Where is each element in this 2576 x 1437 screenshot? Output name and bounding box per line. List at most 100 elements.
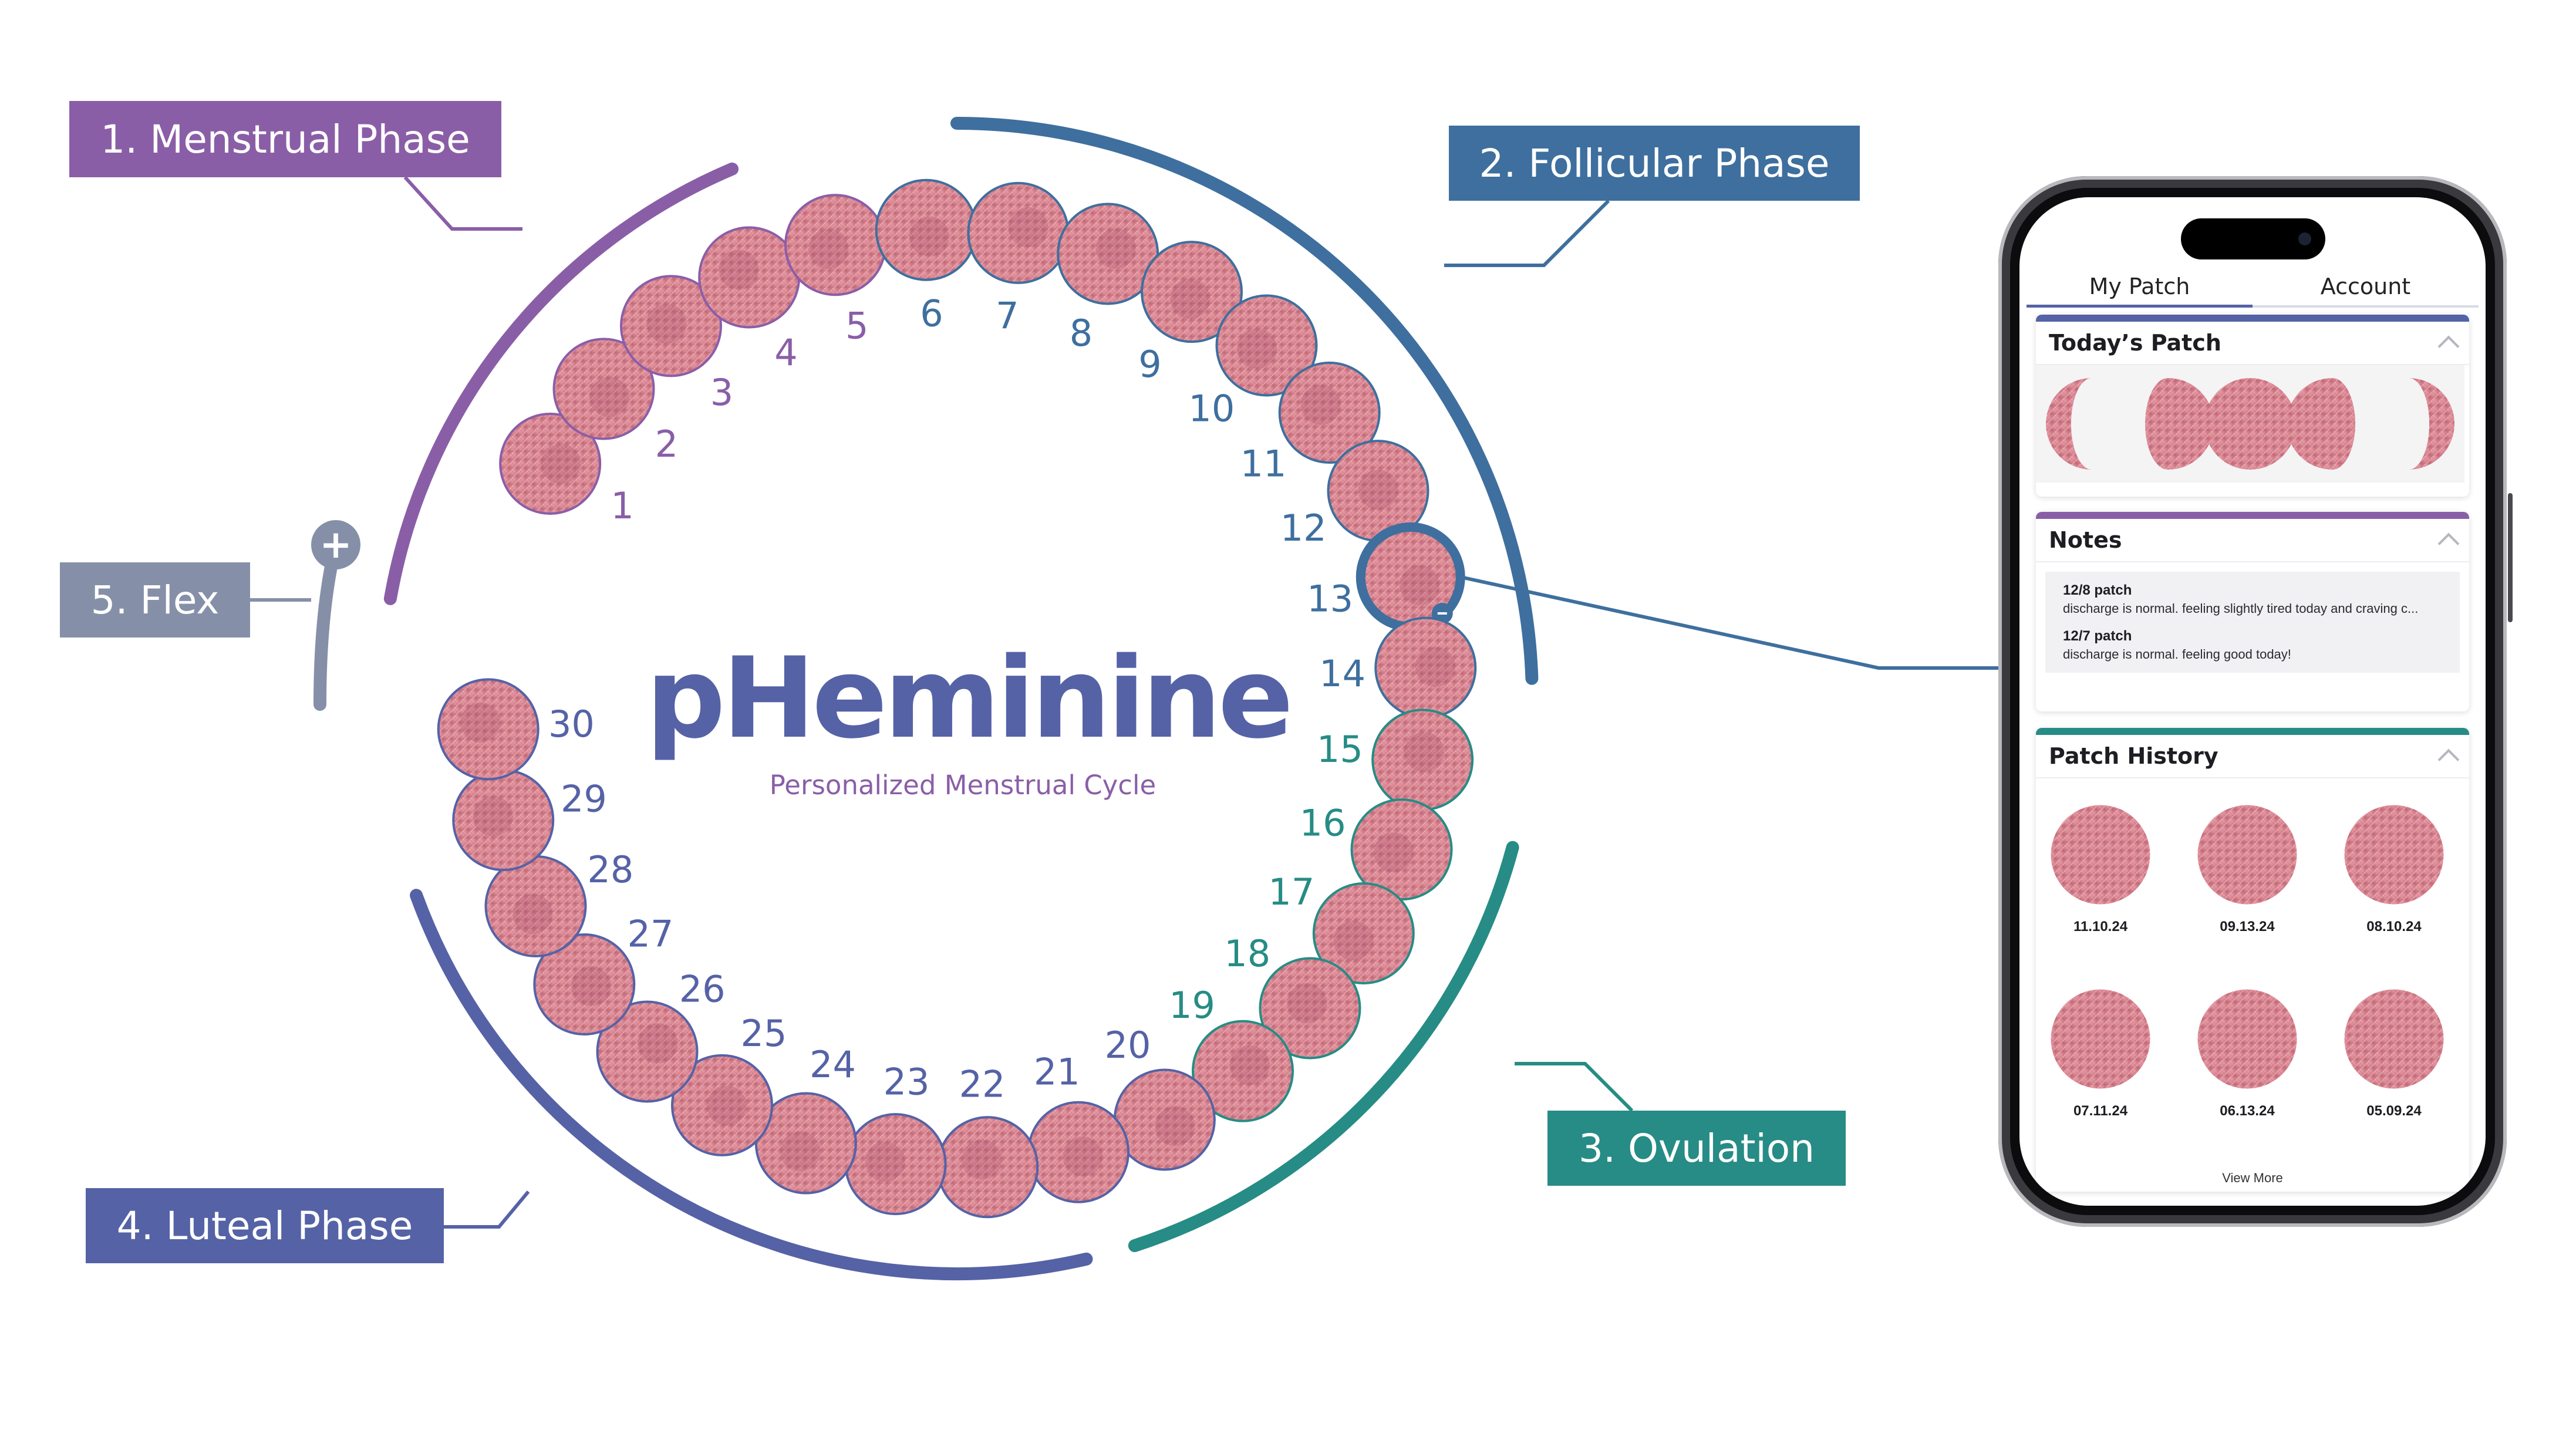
dynamic-island xyxy=(2181,218,2325,259)
patch-blotch xyxy=(1300,384,1341,425)
notes-list: 12/8 patch discharge is normal. feeling … xyxy=(2045,572,2460,673)
patch-day-27[interactable] xyxy=(533,933,636,1036)
note-title: 12/8 patch xyxy=(2063,582,2132,598)
patch-history-card: Patch History 11.10.24 09.13.24 08.10.24 xyxy=(2036,728,2469,1192)
history-item[interactable]: 06.13.24 xyxy=(2194,986,2300,1119)
patch-day-1[interactable] xyxy=(499,413,602,515)
patch-blotch xyxy=(571,966,611,1007)
patch-blotch xyxy=(780,1131,821,1172)
patch-day-9[interactable] xyxy=(1141,241,1243,343)
brand-tagline: Personalized Menstrual Cycle xyxy=(769,770,1156,801)
phase-label-follicular: 2. Follicular Phase xyxy=(1449,126,1860,201)
day-label: 7 xyxy=(996,295,1019,338)
arc-luteal xyxy=(410,889,1093,1280)
history-item[interactable]: 11.10.24 xyxy=(2048,802,2153,935)
patch-day-19[interactable] xyxy=(1192,1020,1294,1122)
leader-line-ovulation xyxy=(1515,1062,1634,1112)
day-label: 15 xyxy=(1317,728,1363,771)
history-item[interactable]: 07.11.24 xyxy=(2048,986,2153,1119)
patch-blotch xyxy=(1333,920,1374,961)
patch-blotch xyxy=(706,1085,747,1126)
patch-day-18[interactable] xyxy=(1259,957,1361,1060)
patch-phase-gib-l xyxy=(2145,378,2214,470)
phase-label-flex: 5. Flex xyxy=(60,562,250,637)
chevron-up-icon[interactable] xyxy=(2437,748,2460,771)
card-accent-bar xyxy=(2036,728,2469,735)
chevron-up-icon[interactable] xyxy=(2437,532,2460,555)
day-label: 5 xyxy=(845,304,868,347)
arc-follicular xyxy=(950,117,1539,685)
notes-header[interactable]: Notes xyxy=(2036,519,2469,562)
arc-ovulation xyxy=(1128,841,1519,1253)
note-body: discharge is normal. feeling slightly ti… xyxy=(2063,601,2419,616)
patch-blotch xyxy=(1229,1045,1270,1085)
patch-blotch xyxy=(473,796,513,836)
day-label: 6 xyxy=(920,292,943,335)
minus-symbol xyxy=(1437,612,1447,615)
day-label: 21 xyxy=(1034,1051,1080,1094)
patch-history-header[interactable]: Patch History xyxy=(2036,735,2469,778)
note-item[interactable]: 12/8 patch discharge is normal. feeling … xyxy=(2055,576,2450,622)
flex-plus-symbol: + xyxy=(319,522,352,567)
flex-plus-icon[interactable] xyxy=(311,520,360,569)
patch-day-3[interactable] xyxy=(619,275,722,377)
note-item[interactable]: 12/7 patch discharge is normal. feeling … xyxy=(2055,622,2450,668)
tab-account[interactable]: Account xyxy=(2320,274,2411,299)
patch-blotch xyxy=(646,303,687,344)
patch-blotch xyxy=(1237,329,1277,369)
todays-patch-image xyxy=(2036,365,2464,483)
history-item[interactable]: 05.09.24 xyxy=(2341,986,2447,1119)
patch-blotch xyxy=(1415,647,1455,687)
day-label: 22 xyxy=(959,1063,1006,1106)
patch-blotch xyxy=(460,702,501,743)
brand-block: pHeminine Personalized Menstrual Cycle xyxy=(646,643,1294,801)
patch-day-30[interactable] xyxy=(437,678,540,781)
patch-phase-gib-r xyxy=(2287,378,2355,470)
notes-card: Notes 12/8 patch discharge is normal. fe… xyxy=(2036,512,2469,711)
day-label: 2 xyxy=(655,423,678,465)
history-item[interactable]: 08.10.24 xyxy=(2341,802,2447,935)
patch-blotch xyxy=(1373,832,1414,873)
patch-blotch xyxy=(638,1023,678,1064)
patch-day-2[interactable] xyxy=(552,338,655,440)
leader-line-follicular xyxy=(1444,199,1610,267)
phone-bezel: My Patch Account Today’s Patch N xyxy=(2010,188,2495,1215)
history-date: 08.10.24 xyxy=(2366,919,2422,935)
day-label: 25 xyxy=(741,1012,787,1055)
day-label: 4 xyxy=(774,331,797,374)
day-label: 1 xyxy=(611,484,633,527)
day-label: 14 xyxy=(1319,652,1365,695)
patch-phase-right xyxy=(2409,378,2454,470)
patch-thumbnail xyxy=(2342,987,2446,1091)
day-label: 12 xyxy=(1280,507,1327,549)
tab-my-patch[interactable]: My Patch xyxy=(2027,270,2253,308)
camera-icon xyxy=(2298,232,2311,245)
view-more-link[interactable]: View More xyxy=(2222,1170,2283,1185)
chevron-up-icon[interactable] xyxy=(2437,335,2460,357)
patch-phase-full xyxy=(2204,378,2296,470)
patch-day-17[interactable] xyxy=(1312,882,1415,984)
todays-patch-header[interactable]: Today’s Patch xyxy=(2036,322,2469,365)
patch-blotch xyxy=(1008,207,1048,248)
notes-title: Notes xyxy=(2049,527,2122,553)
day-label: 20 xyxy=(1105,1024,1151,1067)
day-label: 28 xyxy=(587,848,633,891)
history-item[interactable]: 09.13.24 xyxy=(2194,802,2300,935)
patch-day-11[interactable] xyxy=(1278,361,1381,464)
patch-day-26[interactable] xyxy=(596,1000,699,1103)
patch-blotch xyxy=(589,377,630,417)
patch-day-10[interactable] xyxy=(1215,294,1318,397)
patch-day-25[interactable] xyxy=(671,1054,773,1156)
patch-blotch xyxy=(1399,565,1439,605)
patch-blotch xyxy=(541,444,581,484)
leader-line-menstrual xyxy=(403,176,522,231)
patch-blotch xyxy=(808,229,849,269)
day-label: 24 xyxy=(810,1043,856,1086)
patch-blotch xyxy=(1155,1106,1195,1146)
day-label: 23 xyxy=(884,1060,930,1103)
patch-thumbnail xyxy=(2342,803,2446,906)
day-label: 30 xyxy=(548,703,595,746)
patch-blotch xyxy=(1404,731,1444,772)
day-label: 19 xyxy=(1169,984,1215,1027)
